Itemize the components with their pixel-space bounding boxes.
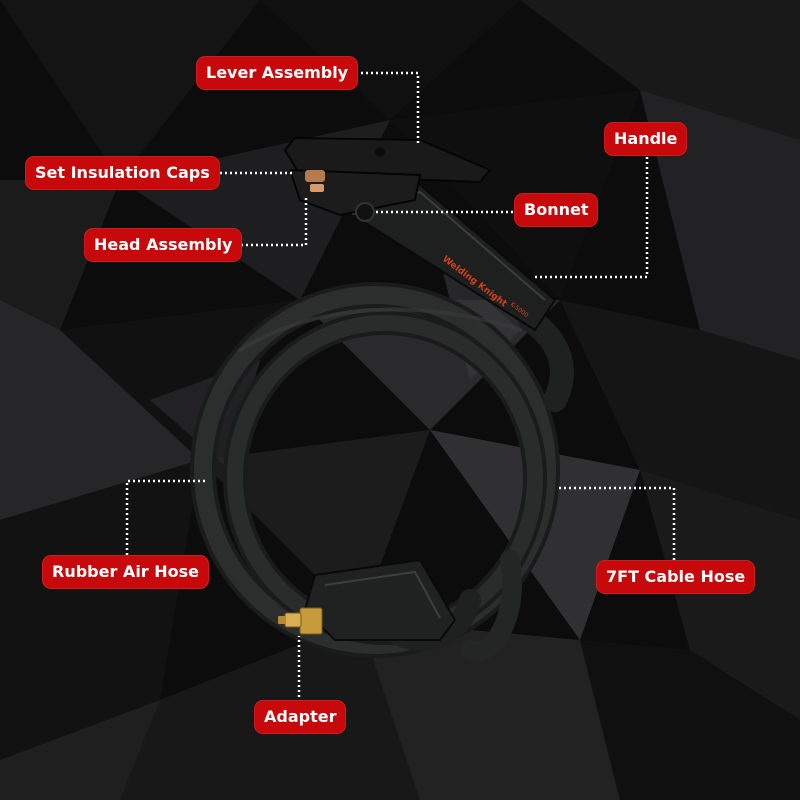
leader-lever-assembly: [356, 71, 420, 143]
callout-rubber-air-hose: Rubber Air Hose: [42, 555, 210, 589]
callout-handle: Handle: [604, 122, 688, 156]
leader-cable-hose: [556, 486, 676, 560]
callout-lever-assembly: Lever Assembly: [196, 56, 359, 90]
callout-bonnet: Bonnet: [514, 193, 599, 227]
leader-head-assembly: [241, 197, 308, 247]
leader-handle: [535, 157, 649, 279]
callout-set-insulation-caps: Set Insulation Caps: [25, 156, 220, 190]
callout-head-assembly: Head Assembly: [84, 228, 243, 262]
callout-adapter: Adapter: [254, 700, 347, 734]
callout-cable-hose: 7FT Cable Hose: [596, 560, 756, 594]
adapter-end: [278, 558, 457, 641]
leader-rubber-air-hose: [125, 479, 205, 555]
